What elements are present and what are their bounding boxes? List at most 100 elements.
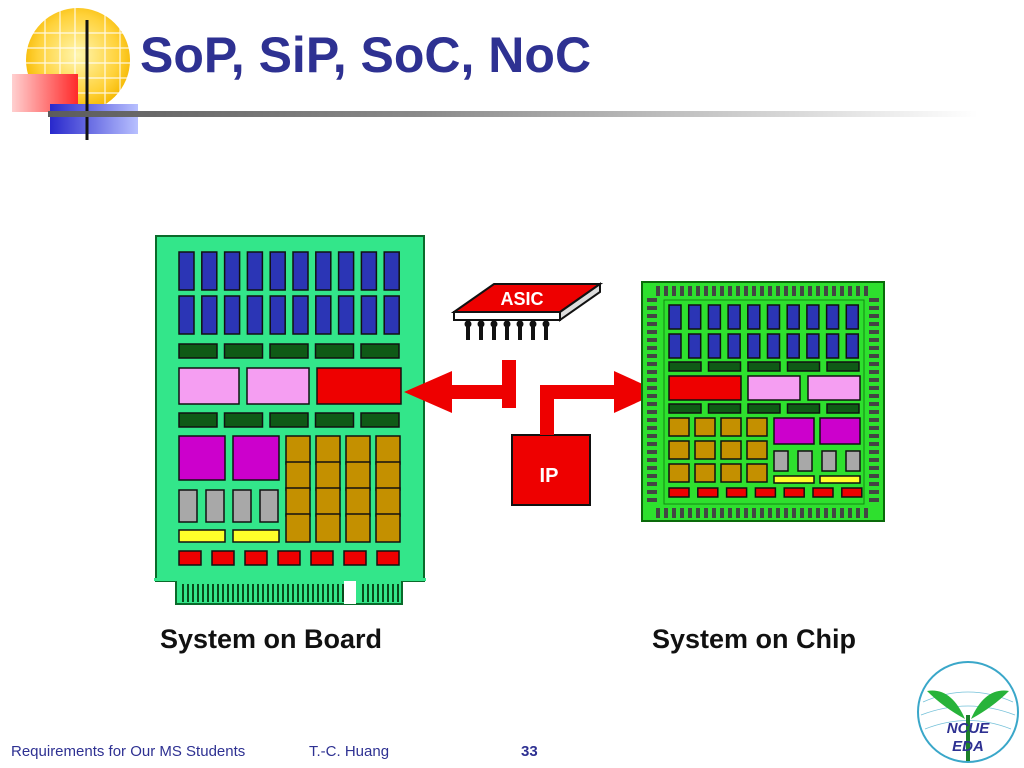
asic-pin [505,320,509,340]
gray-block [797,450,813,472]
yellow-block [232,529,280,543]
yellow-block [773,475,815,484]
edge-connector-finger [262,584,264,602]
chip-pad [869,338,879,342]
chip-pad [696,508,700,518]
edge-connector-finger [207,584,209,602]
chip-pad [869,330,879,334]
edge-connector-finger [322,584,324,602]
chip-pad [808,508,812,518]
chip-pad [647,498,657,502]
bus-strip [223,343,264,359]
asic-pin-head [542,320,550,328]
red-pad [244,550,268,566]
chip-pad [824,508,828,518]
bus-strip [360,343,400,359]
chip-pad [869,394,879,398]
chip-pad [848,286,852,296]
gold-block [694,417,716,437]
chip-pad [704,286,708,296]
memory-chip [360,251,378,291]
chip-pad [869,466,879,470]
memory-chip [315,251,332,291]
memory-chip [223,251,241,291]
chip-pad [800,508,804,518]
edge-connector-finger [202,584,204,602]
chip-pad [792,508,796,518]
memory-chip [246,295,264,335]
bus-strip [747,361,781,372]
gold-block [375,461,401,491]
memory-chip [727,333,741,359]
memory-chip [201,295,218,335]
red-pad [812,487,834,498]
gold-block [285,461,311,491]
memory-chip [178,295,195,335]
memory-chip [806,304,820,330]
gold-block [285,435,311,465]
chip-pad [869,354,879,358]
chip-pad [869,426,879,430]
chip-pad [869,346,879,350]
asic-pin [479,320,483,340]
chip-pad [744,508,748,518]
chip-pad [647,370,657,374]
pink-block [747,375,801,401]
chip-pad [869,370,879,374]
ncue-eda-logo: NCUE EDA [917,661,1019,763]
gold-block [668,463,690,483]
yellow-block [178,529,226,543]
bus-strip [707,403,742,414]
chip-pad [869,314,879,318]
memory-chip [747,333,761,359]
gold-block [694,440,716,460]
purple-block [819,417,861,445]
gold-block [285,487,311,517]
edge-connector-finger [332,584,334,602]
chip-pad [647,482,657,486]
chip-pad [869,410,879,414]
memory-chip [825,304,840,330]
gold-block [315,513,341,543]
memory-chip [786,333,800,359]
purple-block [232,435,280,481]
red-pad [211,550,235,566]
chip-pad [664,286,668,296]
gray-block [259,489,279,523]
chip-pad [840,286,844,296]
edge-connector-finger [382,584,384,602]
edge-connector-finger [377,584,379,602]
asic-pin [518,320,522,340]
gold-block [720,417,742,437]
edge-connector-finger [302,584,304,602]
chip-pad [800,286,804,296]
chip-pad [869,482,879,486]
chip-pad [864,286,868,296]
gold-block [668,417,690,437]
asic-pin [531,320,535,340]
edge-connector-finger [287,584,289,602]
memory-chip [383,251,400,291]
memory-chip [292,295,309,335]
chip-pad [768,286,772,296]
chip-pad [752,286,756,296]
system-on-board-pcb [154,235,426,605]
edge-connector-finger [362,584,364,602]
system-on-chip-die [641,281,885,522]
chip-pad [792,286,796,296]
gold-block [668,440,690,460]
asic-pin [466,320,470,340]
chip-pad [848,508,852,518]
chip-pad [869,322,879,326]
chip-pad [656,286,660,296]
chip-pad [869,458,879,462]
purple-block [178,435,226,481]
chip-pad [869,402,879,406]
chip-pad [647,442,657,446]
chip-pad [647,330,657,334]
chip-pad [752,508,756,518]
chip-pad [647,434,657,438]
chip-pad [720,286,724,296]
red-pad [841,487,863,498]
gold-block [746,417,768,437]
